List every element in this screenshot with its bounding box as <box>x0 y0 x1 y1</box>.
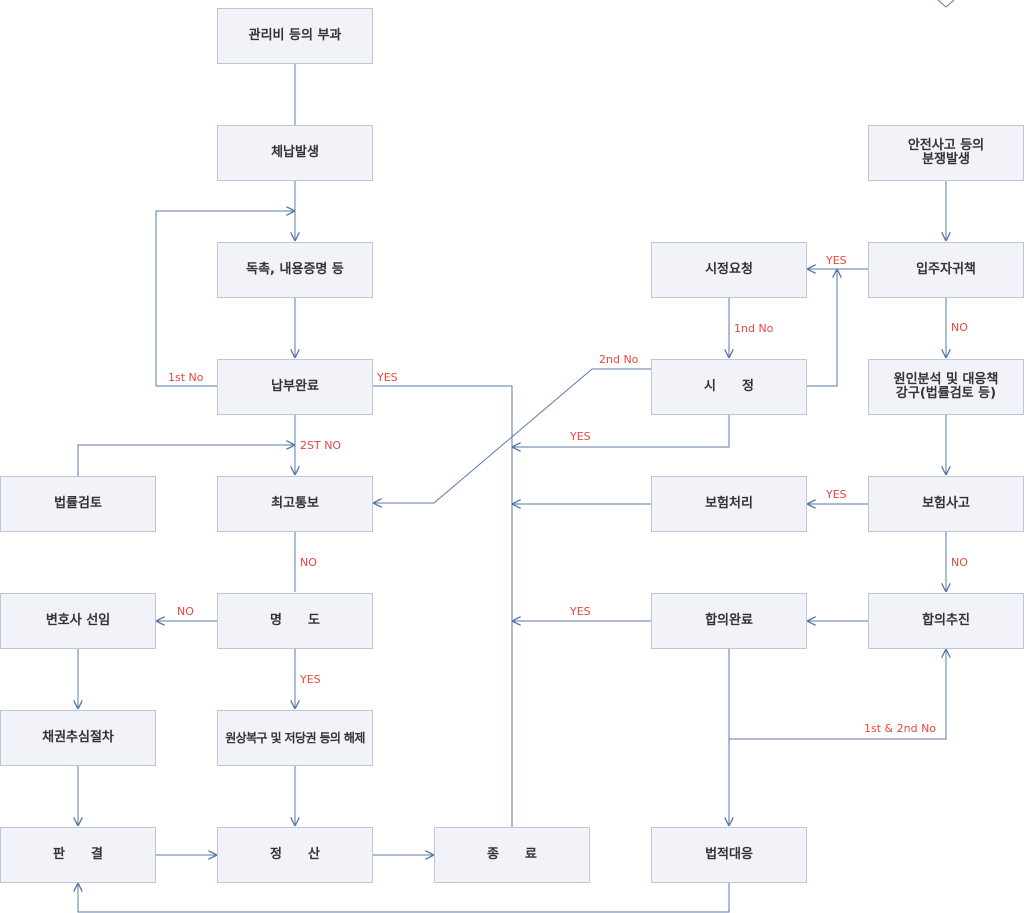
label-yes-fix: YES <box>570 430 591 443</box>
label-1st-2nd-no: 1st & 2nd No <box>864 722 937 735</box>
node-correction: 시 정 <box>651 359 807 415</box>
node-analysis-line2: 강구(법률검토 등) <box>895 386 997 401</box>
label-2nd-no: 2nd No <box>599 353 639 366</box>
node-restoration: 원상복구 및 저당권 등의 해제 <box>217 710 373 766</box>
node-analysis: 원인분석 및 대응책 강구(법률검토 등) <box>868 359 1024 415</box>
node-end: 종 료 <box>434 827 590 883</box>
label-yes-agreement: YES <box>570 605 591 618</box>
node-dispute-line2: 분쟁발생 <box>922 152 970 167</box>
edge-agreement-no-loop <box>729 649 946 740</box>
label-yes-fault: YES <box>826 254 847 267</box>
node-charge: 관리비 등의 부과 <box>217 8 373 64</box>
node-resident-fault: 입주자귀책 <box>868 242 1024 298</box>
label-1nd-no: 1nd No <box>734 322 774 335</box>
node-correction-request: 시정요청 <box>651 242 807 298</box>
node-analysis-line1: 원인분석 및 대응책 <box>893 372 999 387</box>
edge-partial-top <box>937 0 955 8</box>
label-1st-no: 1st No <box>168 371 204 384</box>
node-insurance-accident: 보험사고 <box>868 476 1024 532</box>
node-eviction: 명 도 <box>217 593 373 649</box>
label-no-fault: NO <box>951 321 968 334</box>
node-dispute: 안전사고 등의 분쟁발생 <box>868 125 1024 181</box>
edge-payment-1st-no <box>155 211 295 387</box>
node-lawyer: 변호사 선임 <box>0 593 156 649</box>
edge-fix-loop <box>807 269 837 387</box>
node-settlement: 정 산 <box>217 827 373 883</box>
label-2st-no: 2ST NO <box>300 439 342 452</box>
node-dispute-line1: 안전사고 등의 <box>907 138 985 153</box>
label-no-notice: NO <box>300 556 317 569</box>
edge-legal-review-to-notice <box>77 445 295 476</box>
node-payment-complete: 납부완료 <box>217 359 373 415</box>
node-agreement: 합의완료 <box>651 593 807 649</box>
node-legal-action: 법적대응 <box>651 827 807 883</box>
edge-legal-action-to-judgment <box>78 883 730 913</box>
node-legal-review: 법률검토 <box>0 476 156 532</box>
node-final-notice: 최고통보 <box>217 476 373 532</box>
node-dunning: 독촉, 내용증명 등 <box>217 242 373 298</box>
label-yes-insurance: YES <box>826 488 847 501</box>
edge-payment-yes-to-end <box>373 385 513 827</box>
edge-fix-yes-to-end <box>512 414 730 447</box>
node-judgment: 판 결 <box>0 827 156 883</box>
label-yes-eviction: YES <box>300 673 321 686</box>
node-negotiation: 합의추진 <box>868 593 1024 649</box>
node-debt-collection: 채권추심절차 <box>0 710 156 766</box>
label-yes-payment: YES <box>377 371 398 384</box>
label-no-insurance: NO <box>951 556 968 569</box>
node-insurance-claim: 보험처리 <box>651 476 807 532</box>
label-no-eviction: NO <box>177 605 194 618</box>
edge-fix-2nd-no-to-notice <box>373 368 651 503</box>
node-arrears: 체납발생 <box>217 125 373 181</box>
